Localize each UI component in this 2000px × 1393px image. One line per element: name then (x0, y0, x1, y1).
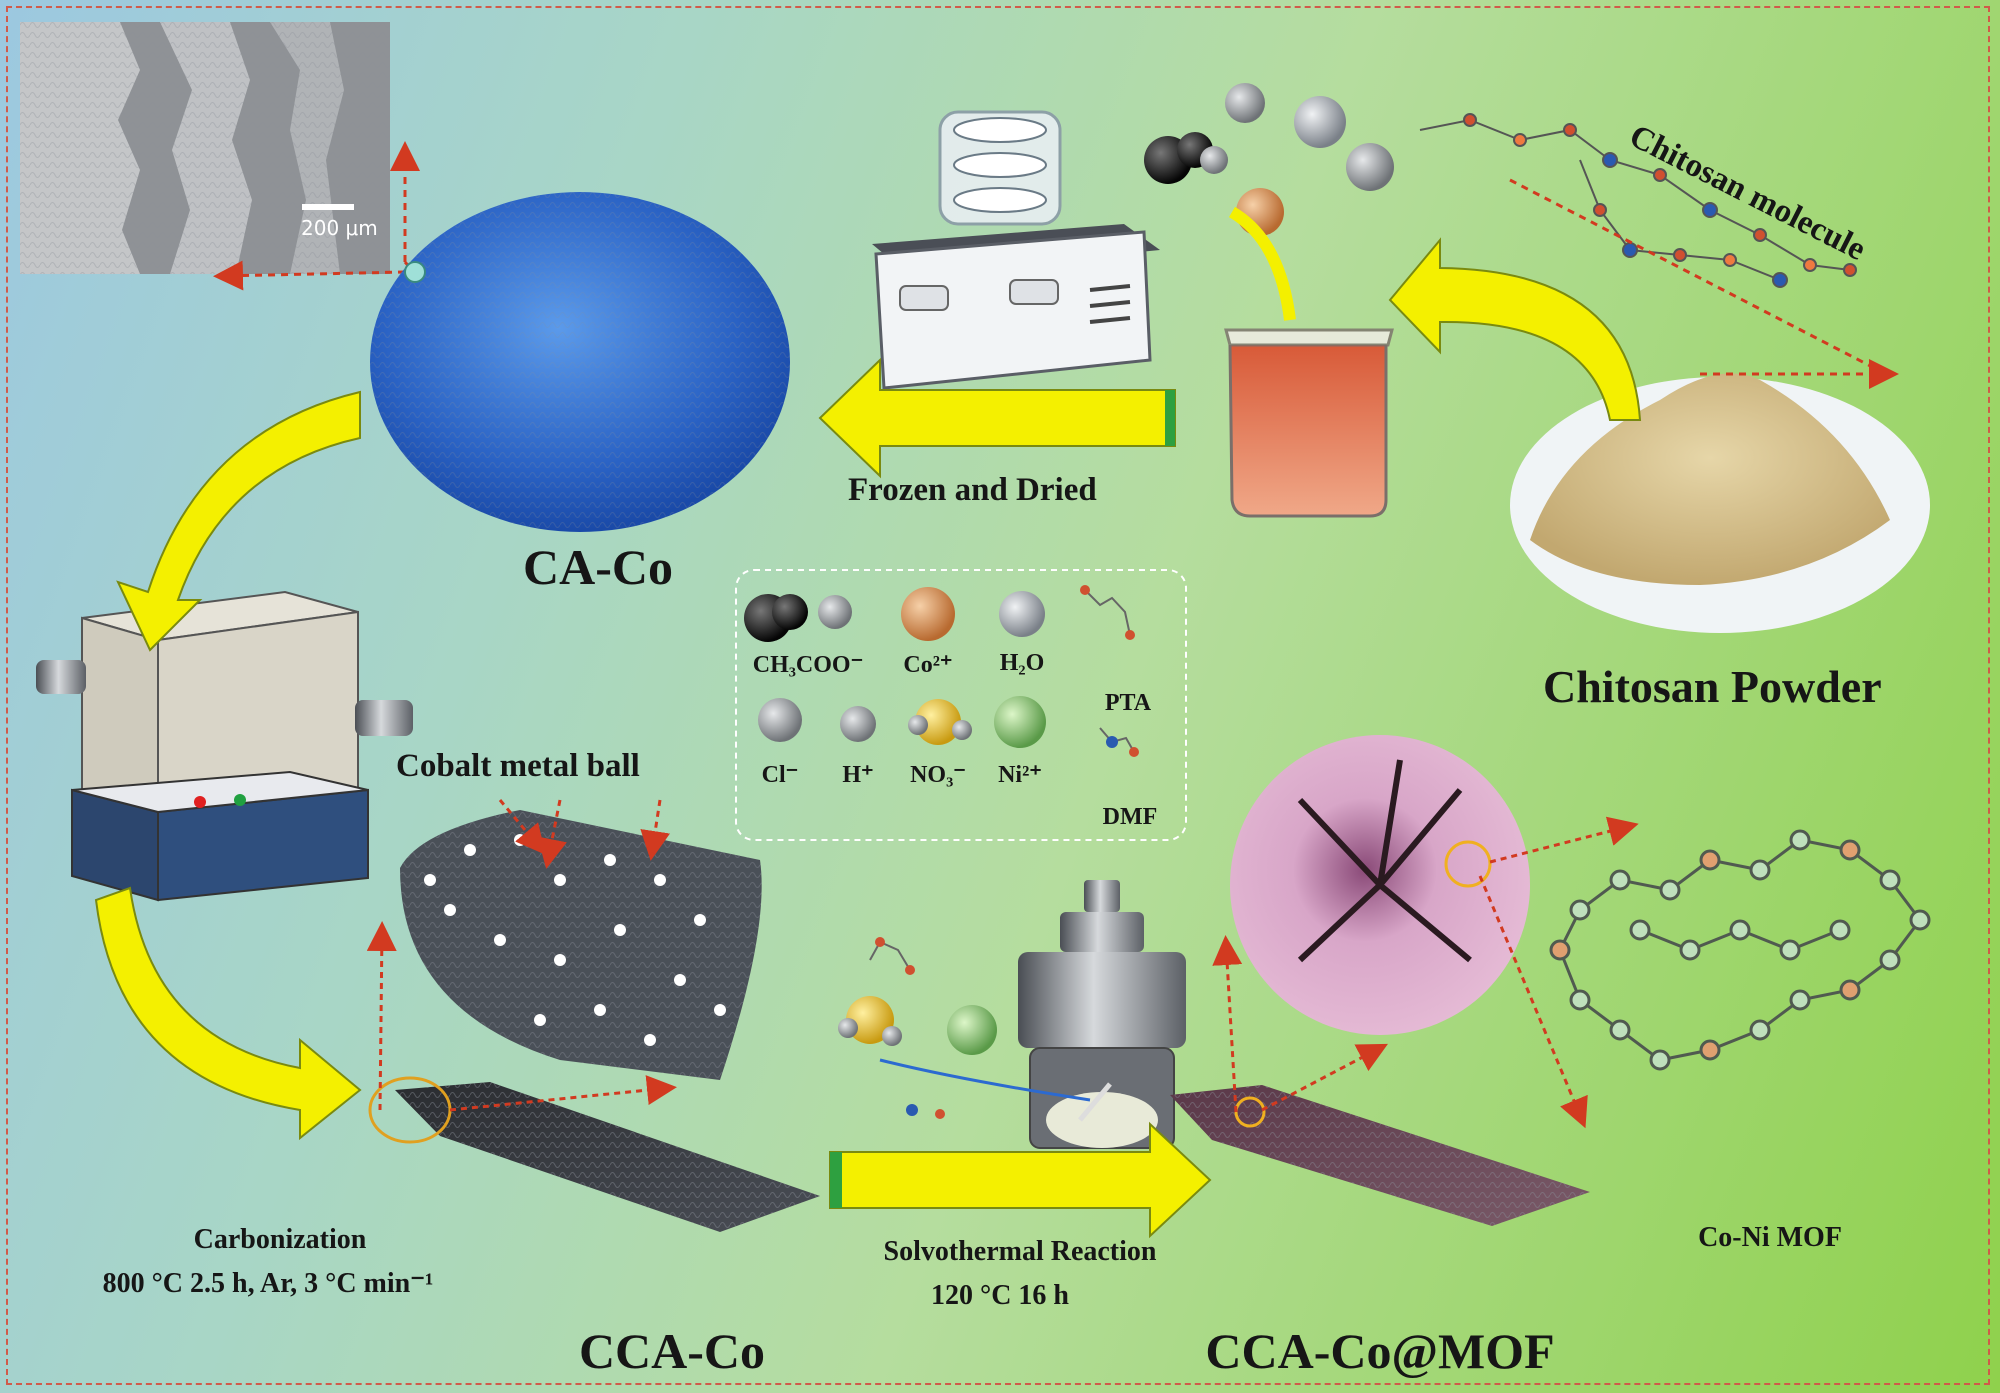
legend-h: H⁺ (842, 760, 873, 789)
beaker (1226, 330, 1392, 516)
label-co-ni-mof: Co-Ni MOF (1698, 1222, 1842, 1254)
label-frozen-dried: Frozen and Dried (848, 472, 1097, 509)
label-chitosan-powder: Chitosan Powder (1543, 660, 1882, 713)
arrow-solvothermal (830, 1124, 1210, 1236)
label-ca-co: CA-Co (523, 538, 673, 596)
scale-bar-label: 200 μm (301, 216, 378, 240)
arrow-furnace-to-cca (96, 888, 360, 1138)
tube-furnace (36, 592, 413, 900)
label-solvothermal-reaction: Solvothermal Reaction (884, 1236, 1157, 1268)
mof-network (1551, 831, 1929, 1069)
autoclave (1018, 880, 1186, 1148)
label-solvothermal-conditions: 120 °C 16 h (931, 1280, 1069, 1312)
label-carbonization: Carbonization (194, 1224, 367, 1256)
freeze-dryer (872, 112, 1160, 388)
label-carbonization-conditions: 800 °C 2.5 h, Ar, 3 °C min⁻¹ (103, 1266, 434, 1300)
label-cca-co: CCA-Co (579, 1322, 765, 1380)
legend-cl: Cl⁻ (762, 760, 799, 789)
legend-dmf: DMF (1103, 804, 1158, 831)
label-cca-co-mof: CCA-Co@MOF (1205, 1322, 1554, 1380)
sample-marker (405, 262, 425, 282)
legend-no3: NO₃⁻ (910, 760, 966, 789)
floating-ions (1144, 83, 1394, 236)
legend-ni: Ni²⁺ (998, 760, 1042, 789)
legend-co: Co²⁺ (903, 650, 952, 679)
legend-h2o: H₂O (1000, 650, 1045, 677)
legend-ch3coo: CH₃COO⁻ (753, 650, 864, 679)
arrow-powder-to-beaker (1390, 240, 1640, 420)
label-cobalt-metal-ball: Cobalt metal ball (396, 748, 640, 785)
legend-pta: PTA (1105, 690, 1151, 717)
